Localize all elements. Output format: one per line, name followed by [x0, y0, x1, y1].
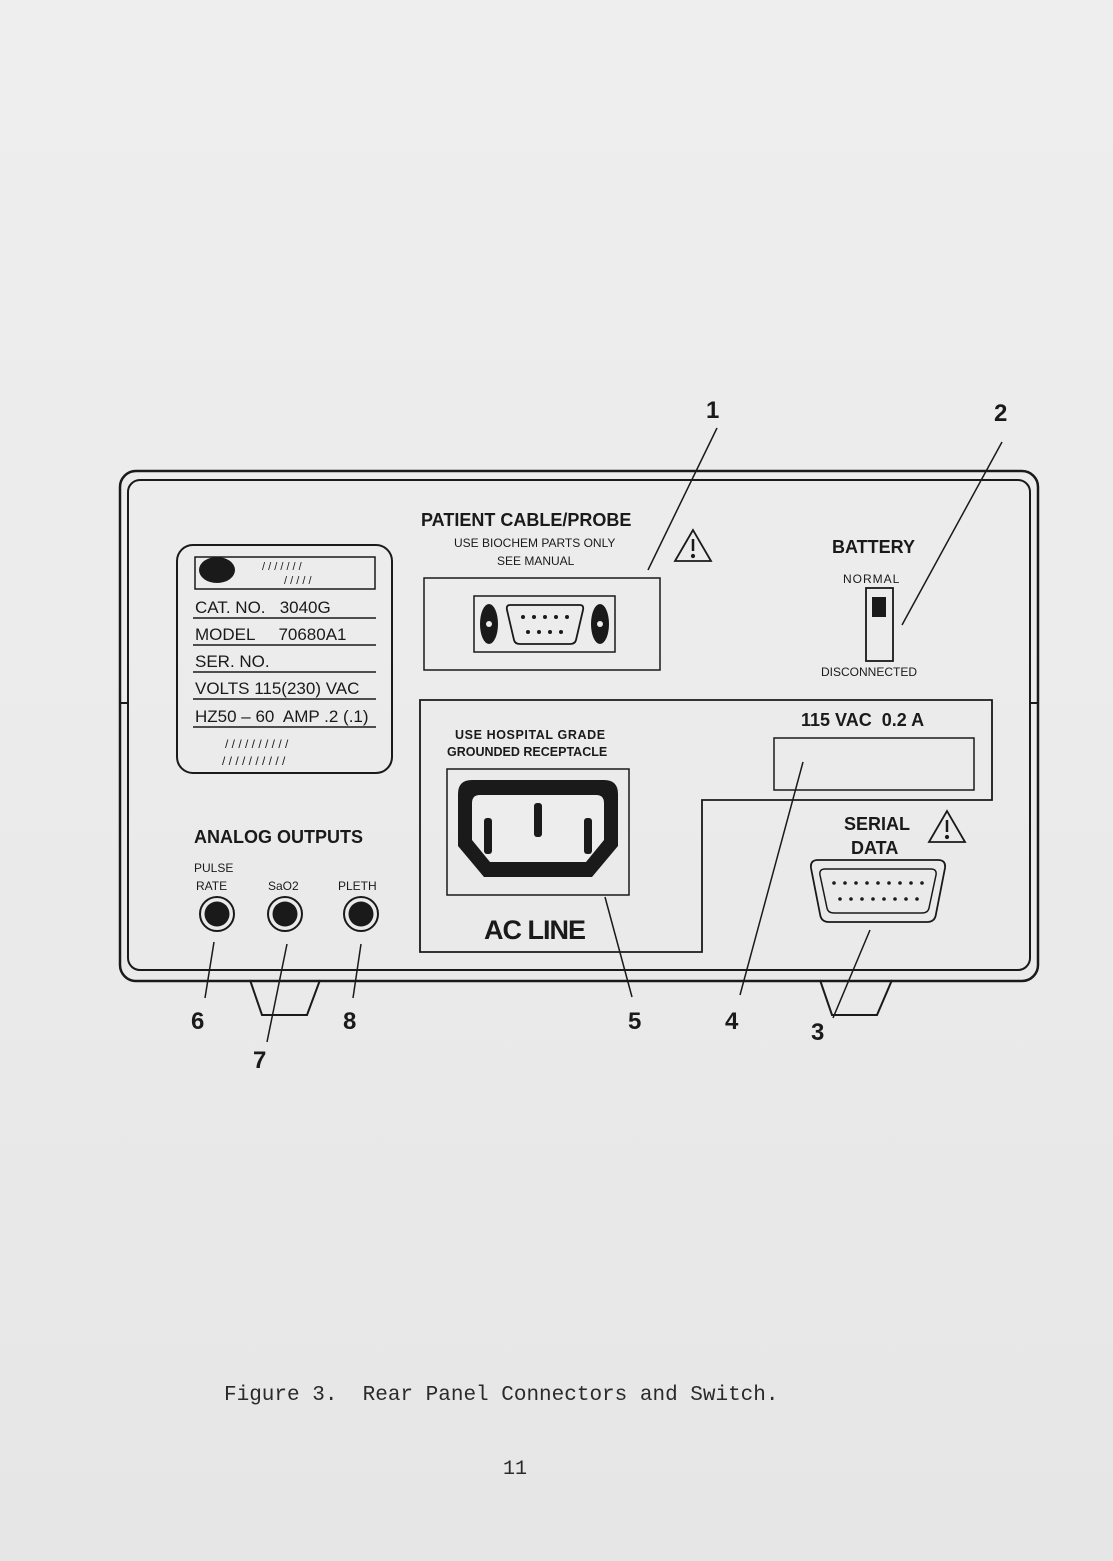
- db9-patient-connector: [505, 604, 585, 645]
- patient-connector-plate: [473, 595, 616, 653]
- power-section-outline: [419, 699, 993, 953]
- nameplate-ser-no: SER. NO.: [195, 652, 270, 671]
- left-foot: [249, 979, 321, 1016]
- ac-inlet-frame: [446, 768, 630, 896]
- nameplate-hatch-bot2: / / / / / / / / / /: [222, 754, 286, 768]
- patient-cable-title: PATIENT CABLE/PROBE: [421, 510, 631, 530]
- screw-hole-right: [597, 621, 603, 627]
- analog-pulse-label2: RATE: [196, 879, 227, 893]
- patient-connector-housing: [423, 577, 661, 671]
- nameplate-volts: VOLTS 115(230) VAC: [195, 679, 359, 698]
- pulse-rate-jack: [199, 896, 235, 932]
- battery-disconnected-label: DISCONNECTED: [821, 665, 917, 679]
- analog-pulse-label1: PULSE: [194, 861, 233, 875]
- serial-warning-triangle-icon: [927, 809, 967, 843]
- right-foot: [819, 979, 893, 1016]
- callout-4: 4: [725, 1008, 739, 1035]
- panel-outer: [118, 469, 1040, 983]
- warning-triangle-icon: [673, 528, 713, 562]
- ac-inlet-pins: [484, 803, 592, 854]
- battery-switch-slider: [872, 597, 886, 617]
- nameplate-logo: [199, 557, 235, 583]
- nameplate-hatch-top1: / / / / / / /: [262, 561, 303, 573]
- analog-sao2-label: SaO2: [268, 879, 299, 893]
- serial-line2: DATA: [851, 838, 898, 858]
- analog-title: ANALOG OUTPUTS: [194, 827, 363, 847]
- nameplate-frame: [176, 544, 393, 774]
- db15-serial-connector-inner: [819, 868, 937, 914]
- battery-switch: [865, 587, 894, 662]
- receptacle-line2: GROUNDED RECEPTACLE: [447, 745, 607, 759]
- figure-caption: Figure 3. Rear Panel Connectors and Swit…: [224, 1384, 779, 1407]
- pleth-jack: [343, 896, 379, 932]
- sao2-jack: [267, 896, 303, 932]
- receptacle-line1: USE HOSPITAL GRADE: [455, 728, 606, 742]
- callout-6: 6: [191, 1008, 204, 1035]
- ac-line-label: AC LINE: [484, 915, 585, 945]
- callout-5: 5: [628, 1008, 641, 1035]
- serial-line1: SERIAL: [844, 814, 910, 834]
- page-number: 11: [502, 1458, 527, 1481]
- power-rating: 115 VAC 0.2 A: [801, 710, 924, 730]
- nameplate-hatch-bot1: / / / / / / / / / /: [225, 737, 289, 751]
- battery-title: BATTERY: [832, 537, 915, 557]
- analog-pleth-label: PLETH: [338, 879, 377, 893]
- callout-8: 8: [343, 1008, 356, 1035]
- panel-inner: [127, 479, 1031, 971]
- db15-pins: [832, 881, 924, 901]
- patient-cable-line2: SEE MANUAL: [497, 554, 575, 568]
- db15-serial-connector-outer: [809, 859, 947, 923]
- nameplate-logo-box: [194, 556, 376, 590]
- leader-lines: [204, 427, 1003, 1043]
- callout-1: 1: [706, 397, 719, 424]
- callout-3: 3: [811, 1019, 824, 1046]
- nameplate-hz-amp: HZ50 – 60 AMP .2 (.1): [195, 707, 369, 726]
- callout-2: 2: [994, 400, 1007, 427]
- nameplate-hatch-top2: / / / / /: [284, 575, 312, 587]
- screw-hole-left: [486, 621, 492, 627]
- callout-7: 7: [253, 1047, 266, 1074]
- db9-pins: [521, 615, 569, 634]
- fuse-holder: [773, 737, 975, 791]
- nameplate-cat-no: CAT. NO. 3040G: [195, 598, 331, 617]
- nameplate-model: MODEL 70680A1: [195, 625, 347, 644]
- patient-cable-line1: USE BIOCHEM PARTS ONLY: [454, 536, 615, 550]
- battery-normal-label: NORMAL: [843, 572, 900, 586]
